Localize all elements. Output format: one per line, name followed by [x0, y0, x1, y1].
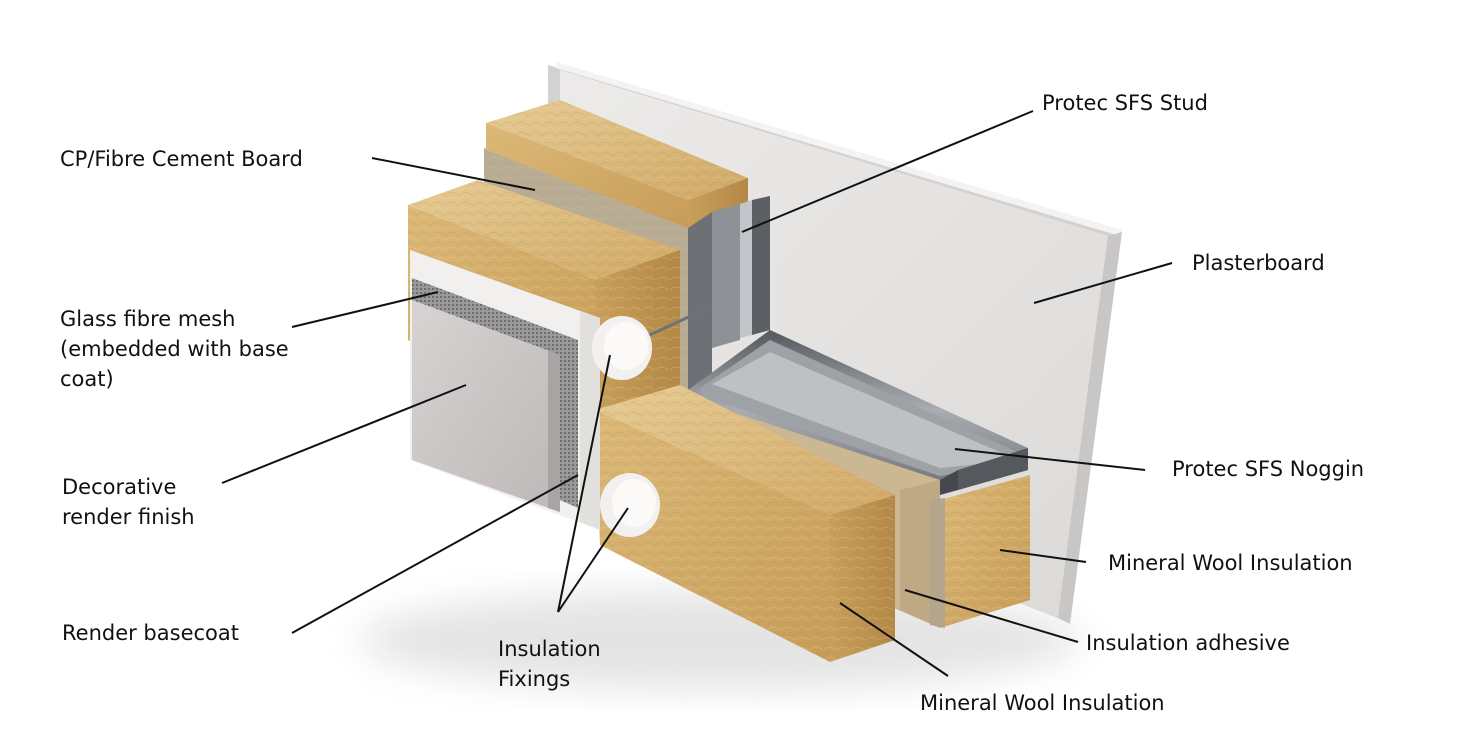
leader-glass-fibre-mesh — [291, 291, 439, 328]
label-glass-fibre-mesh: Glass fibre mesh (embedded with base coa… — [60, 304, 289, 394]
label-render-basecoat: Render basecoat — [62, 618, 239, 648]
label-mineral-wool-insulation-inner: Mineral Wool Insulation — [1108, 548, 1353, 578]
label-text-line: Insulation — [498, 637, 601, 661]
mineral-wool-upper — [486, 100, 748, 228]
label-plasterboard: Plasterboard — [1192, 248, 1325, 278]
label-text: Protec SFS Noggin — [1172, 457, 1365, 481]
leader-mineral-wool-outer — [839, 602, 949, 677]
glass-fibre-mesh-layer — [412, 278, 578, 508]
leader-cp-fibre-cement-board — [371, 157, 536, 191]
label-text-line: Fixings — [498, 667, 571, 691]
sfs-stud — [688, 196, 770, 400]
leader-protec-sfs-noggin — [954, 448, 1146, 471]
mineral-wool-front-lower — [595, 385, 895, 662]
leader-mineral-wool-inner — [999, 549, 1087, 563]
label-cp-fibre-cement-board: CP/Fibre Cement Board — [60, 144, 303, 174]
label-text: Render basecoat — [62, 621, 239, 645]
label-text-line: Glass fibre mesh — [60, 307, 236, 331]
label-text-line: Decorative — [62, 475, 177, 499]
insulation-fixing-upper — [592, 306, 709, 380]
label-text: Mineral Wool Insulation — [920, 691, 1165, 715]
label-text: Protec SFS Stud — [1042, 91, 1208, 115]
leader-insulation-adhesive — [904, 589, 1079, 643]
leader-decorative-render-finish — [221, 384, 467, 484]
label-text-line: coat) — [60, 367, 114, 391]
insulation-fixing-lower — [600, 473, 660, 537]
label-text-line: render finish — [62, 505, 195, 529]
label-protec-sfs-stud: Protec SFS Stud — [1042, 88, 1208, 118]
label-insulation-adhesive: Insulation adhesive — [1086, 628, 1290, 658]
label-mineral-wool-insulation-outer: Mineral Wool Insulation — [920, 688, 1165, 718]
label-text: Insulation adhesive — [1086, 631, 1290, 655]
label-text: Mineral Wool Insulation — [1108, 551, 1353, 575]
leader-plasterboard — [1033, 262, 1173, 304]
render-finish-layer — [412, 300, 560, 512]
leader-insulation-fixings-a — [557, 354, 611, 613]
label-insulation-fixings: Insulation Fixings — [498, 634, 601, 694]
ground-shadow — [360, 590, 1080, 690]
leader-protec-sfs-stud — [741, 110, 1034, 233]
leader-lines — [221, 110, 1173, 677]
sfs-noggin — [688, 330, 1028, 495]
leader-insulation-fixings-b — [557, 507, 629, 613]
label-text-line: (embedded with base — [60, 337, 289, 361]
label-protec-sfs-noggin: Protec SFS Noggin — [1172, 454, 1364, 484]
label-text: CP/Fibre Cement Board — [60, 147, 303, 171]
label-text: Plasterboard — [1192, 251, 1325, 275]
leader-render-basecoat — [291, 474, 579, 634]
label-decorative-render-finish: Decorative render finish — [62, 472, 195, 532]
